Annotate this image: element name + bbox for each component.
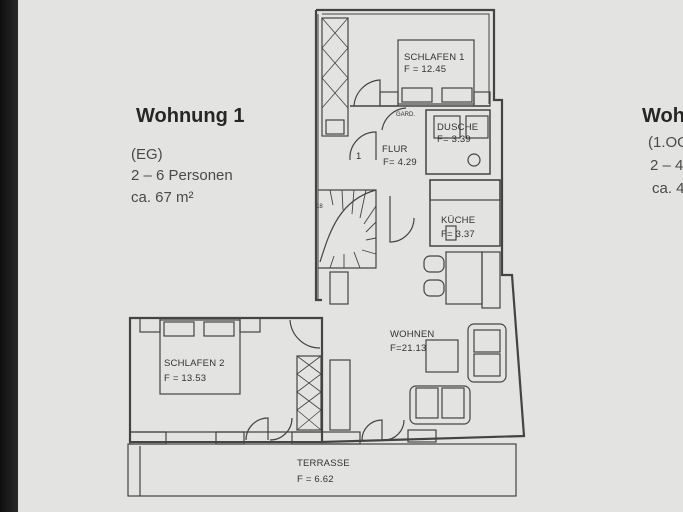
next-unit-persons: 2 – 4 [650,157,683,174]
door-swing [353,79,381,107]
kitchen-counter [429,179,501,201]
wall-block [291,431,361,445]
appliance [325,119,345,135]
wardrobe [296,355,322,431]
shower-tray [433,115,461,139]
room-wohnen-name: WOHNEN [390,329,435,340]
unit-area: ca. 67 m² [131,189,194,206]
door-swing [361,419,383,441]
bedroom2-wall [129,317,323,443]
bed-2 [159,319,241,395]
nightstand [473,91,491,107]
wall-niche [329,271,349,305]
room-schlafen2-name: SCHLAFEN 2 [164,358,225,369]
cushion [473,329,501,353]
door-swing [269,417,293,441]
wardrobe-1 [321,17,349,137]
next-unit-title: Woh [642,105,683,127]
door-swing [383,419,405,441]
next-unit-floor: (1.OG [648,134,683,151]
room-dusche-area: F= 3.39 [437,134,471,145]
counter [481,251,501,309]
room-schlafen2-area: F = 13.53 [164,373,207,384]
terrace-outline [127,443,517,497]
wall-block [129,431,167,445]
pillow [401,87,433,103]
wall-block [215,431,245,445]
room-terrasse-name: TERRASSE [297,458,350,469]
nightstand [139,317,161,333]
shower-room [425,109,491,175]
next-unit-area: ca. 4 [652,180,683,197]
cushion [415,387,439,419]
nightstand [239,317,261,333]
flur-number: 1 [356,151,362,162]
room-schlafen1-name: SCHLAFEN 1 [404,52,465,63]
pillow [203,321,235,337]
door-swing [245,417,269,441]
sofa [409,385,471,425]
armchair [467,323,507,383]
cushion [441,387,465,419]
stove [445,225,457,241]
toilet [467,153,481,167]
room-flur-area: F= 4.29 [383,157,417,168]
left-exterior-wall [314,10,322,302]
unit-title: Wohnung 1 [136,105,245,127]
room-dusche-name: DUSCHE [437,122,479,133]
coffee-table [425,339,459,373]
exterior-wall-inner [317,13,490,300]
unit-persons: 2 – 6 Personen [131,167,233,184]
room-kueche-area: F= 3.37 [441,229,475,240]
stairs-number: 18 [316,204,323,210]
nightstand [379,91,399,107]
door-swing [289,319,321,349]
room-terrasse-area: F = 6.62 [297,474,334,485]
cushion [473,353,501,377]
room-flur-name: FLUR [382,144,408,155]
page-fold-shadow [0,0,18,512]
shelf [329,359,351,431]
stairs-outline [318,189,377,269]
wall-block [407,429,437,443]
chair [423,279,445,297]
washbasin [465,115,489,139]
pillow [163,321,195,337]
door-swing [381,107,407,131]
door-swing [389,196,415,243]
room-schlafen1-area: F = 12.45 [404,64,447,75]
chair [423,255,445,273]
pillow [441,87,473,103]
room-kueche-name: KÜCHE [441,215,476,226]
bed-1 [397,39,475,105]
door-swing [349,131,377,161]
dining-table [445,251,483,305]
garderobe-label: GARD. [396,112,416,118]
unit-floor: (EG) [131,146,163,163]
room-wohnen-area: F=21.13 [390,343,427,354]
